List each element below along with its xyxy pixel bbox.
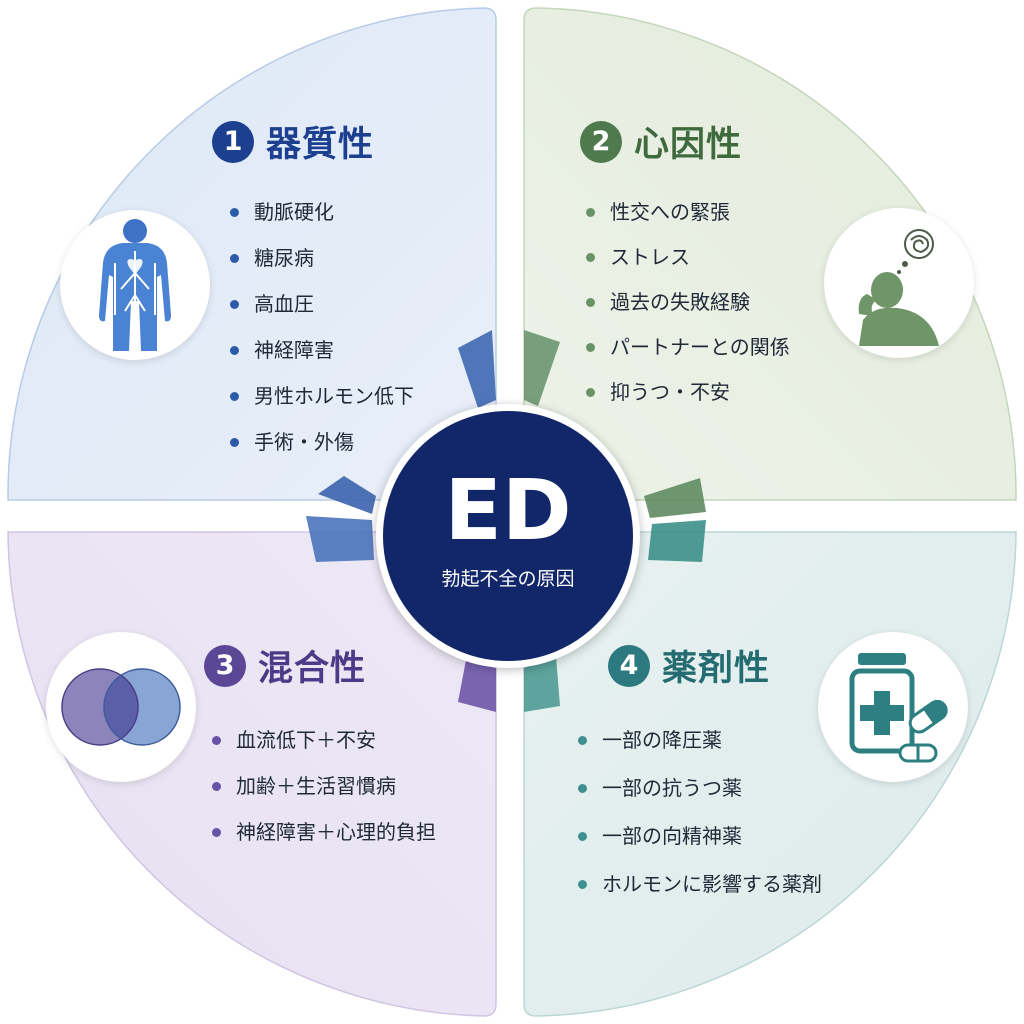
quadrant-title-drug-induced: 薬剤性 bbox=[662, 649, 771, 689]
quadrant-title-psychogenic: 心因性 bbox=[634, 125, 743, 165]
list-item: 過去の失敗経験 bbox=[584, 290, 790, 314]
ring-segment-mixed bbox=[458, 660, 496, 712]
mixed-header: 3 混合性 bbox=[204, 640, 366, 691]
list-item: 一部の降圧薬 bbox=[576, 728, 822, 752]
list-item: 抑うつ・不安 bbox=[584, 380, 790, 404]
list-item: 性交への緊張 bbox=[584, 200, 790, 224]
icon-badge bbox=[60, 210, 210, 360]
drug-induced-causes-list: 一部の降圧薬 一部の抗うつ薬 一部の向精神薬 ホルモンに影響する薬剤 bbox=[576, 728, 822, 920]
quadrant-title-organic: 器質性 bbox=[266, 125, 375, 165]
mixed-causes-list: 血流低下＋不安 加齢＋生活習慣病 神経障害＋心理的負担 bbox=[210, 728, 436, 866]
stressed-person-icon bbox=[858, 229, 939, 346]
ring-segment-psychogenic bbox=[644, 478, 706, 518]
quadrant-number-4: 4 bbox=[608, 644, 650, 687]
center-subtitle: 勃起不全の原因 bbox=[441, 567, 575, 590]
ring-segment-organic bbox=[458, 330, 496, 408]
list-item: 男性ホルモン低下 bbox=[228, 384, 414, 408]
ring-segment-organic bbox=[306, 516, 374, 562]
psychogenic-header: 2 心因性 bbox=[580, 116, 742, 167]
list-item: ホルモンに影響する薬剤 bbox=[576, 872, 822, 896]
list-item: 血流低下＋不安 bbox=[210, 728, 436, 752]
quadrant-number-1: 1 bbox=[212, 120, 254, 163]
list-item: 一部の抗うつ薬 bbox=[576, 776, 822, 800]
list-item: 神経障害 bbox=[228, 338, 414, 362]
list-item: 糖尿病 bbox=[228, 246, 414, 270]
list-item: 手術・外傷 bbox=[228, 430, 414, 454]
human-body-icon bbox=[99, 219, 171, 351]
list-item: 一部の向精神薬 bbox=[576, 824, 822, 848]
overlapping-circles-icon bbox=[61, 668, 181, 746]
psychogenic-causes-list: 性交への緊張 ストレス 過去の失敗経験 パートナーとの関係 抑うつ・不安 bbox=[584, 200, 790, 425]
ring-segment-organic bbox=[318, 476, 376, 514]
icon-badge bbox=[46, 632, 196, 782]
quadrant-title-mixed: 混合性 bbox=[258, 649, 367, 689]
organic-causes-list: 動脈硬化 糖尿病 高血圧 神経障害 男性ホルモン低下 手術・外傷 bbox=[228, 200, 414, 476]
drug-induced-header: 4 薬剤性 bbox=[608, 640, 770, 691]
list-item: ストレス bbox=[584, 245, 790, 269]
quadrant-number-3: 3 bbox=[204, 644, 246, 687]
list-item: 動脈硬化 bbox=[228, 200, 414, 224]
quadrant-number-2: 2 bbox=[580, 120, 622, 163]
center-ring-segments bbox=[306, 330, 706, 712]
medicine-bottle-icon bbox=[849, 653, 948, 763]
list-item: パートナーとの関係 bbox=[584, 335, 790, 359]
center-circle: ED 勃起不全の原因 bbox=[376, 404, 640, 668]
icon-badge bbox=[818, 632, 968, 782]
ring-segment-drug-induced bbox=[524, 656, 560, 712]
list-item: 加齢＋生活習慣病 bbox=[210, 774, 436, 798]
list-item: 高血圧 bbox=[228, 292, 414, 316]
list-item: 神経障害＋心理的負担 bbox=[210, 820, 436, 844]
organic-header: 1 器質性 bbox=[212, 116, 374, 167]
ring-segment-psychogenic bbox=[524, 330, 560, 406]
icon-badge bbox=[824, 208, 974, 358]
ring-segment-drug-induced bbox=[648, 520, 706, 562]
center-title: ED bbox=[444, 460, 572, 559]
